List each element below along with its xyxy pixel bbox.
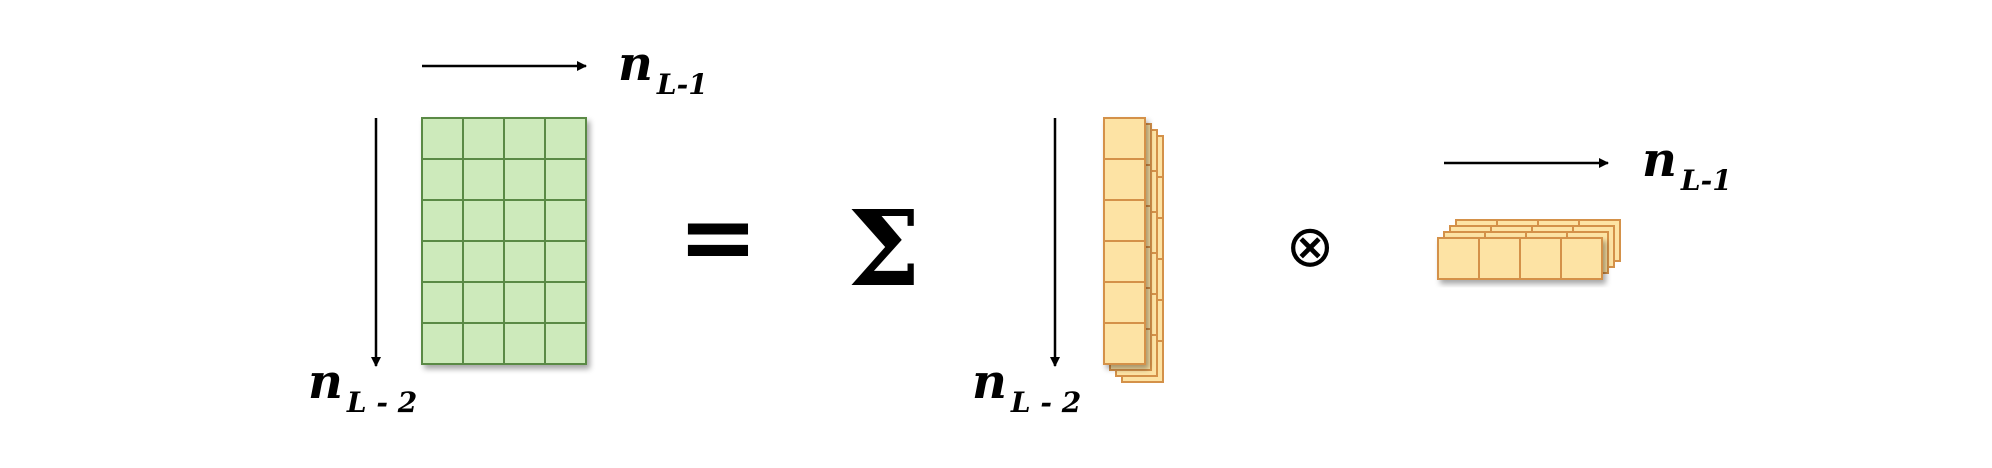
matrix-cell	[503, 322, 546, 365]
column-vector-cell	[1103, 158, 1146, 201]
column-vector-layer	[1103, 117, 1146, 365]
matrix-cell	[503, 199, 546, 242]
row-vector-cell	[1519, 237, 1562, 280]
matrix-cell	[421, 322, 464, 365]
column-vector-cell	[1103, 240, 1146, 283]
column-vector-cell	[1103, 322, 1146, 365]
matrix-cell	[462, 240, 505, 283]
matrix-cell	[462, 117, 505, 160]
matrix-cell	[544, 281, 587, 324]
column-vector-cell	[1103, 281, 1146, 324]
matrix-cell	[421, 281, 464, 324]
sum-symbol: Σ	[847, 187, 921, 310]
column-vector-stack	[1103, 117, 1164, 383]
matrix-cell	[421, 199, 464, 242]
matrix-cell	[544, 117, 587, 160]
matrix-cell	[421, 158, 464, 201]
matrix-cell	[503, 117, 546, 160]
matrix-cell	[544, 199, 587, 242]
row-vector-cell	[1560, 237, 1603, 280]
outer-product-symbol: ⊗	[1286, 212, 1335, 280]
matrix-cell	[462, 199, 505, 242]
matrix	[421, 117, 587, 365]
row-vector-cell	[1437, 237, 1480, 280]
equals-sign: =	[678, 181, 758, 293]
column-vector-cell	[1103, 117, 1146, 160]
row-vector-layer	[1437, 237, 1603, 280]
matrix-cell	[462, 158, 505, 201]
matrix-cell	[544, 158, 587, 201]
matrix-cell	[421, 240, 464, 283]
matrix-cell	[503, 240, 546, 283]
matrix-cell	[503, 281, 546, 324]
row-vector-cell	[1478, 237, 1521, 280]
row-vector-stack	[1437, 219, 1621, 280]
matrix-cell	[503, 158, 546, 201]
matrix-cell	[462, 281, 505, 324]
matrix-cell	[544, 322, 587, 365]
matrix-cell	[421, 117, 464, 160]
matrix-cell	[462, 322, 505, 365]
column-vector-cell	[1103, 199, 1146, 242]
matrix-cell	[544, 240, 587, 283]
